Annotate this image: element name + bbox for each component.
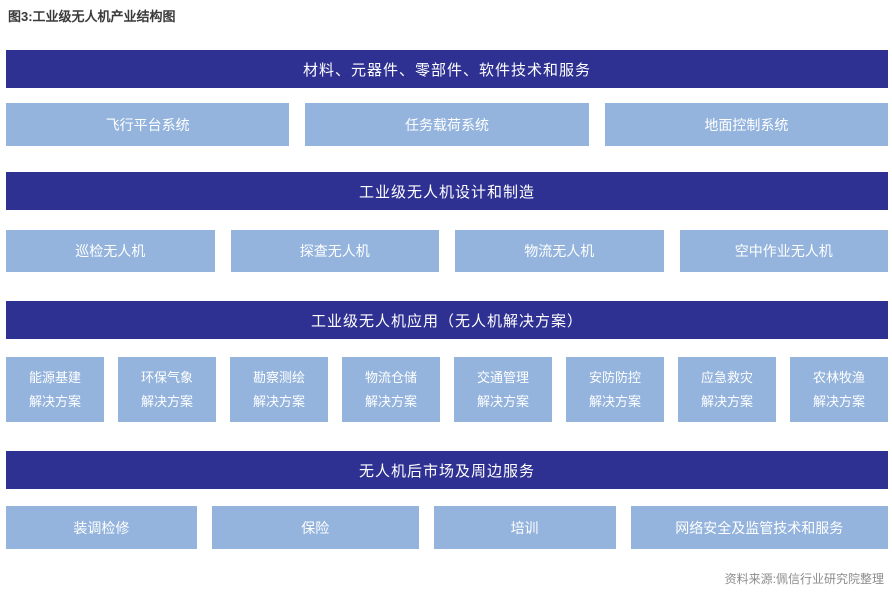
node-aerial-work-drone: 空中作业无人机 bbox=[679, 230, 888, 272]
tier4-node-row: 装调检修 保险 培训 网络安全及监管技术和服务 bbox=[6, 506, 888, 549]
banner-design-manufacturing: 工业级无人机设计和制造 bbox=[6, 172, 888, 210]
source-note: 资料来源:佩信行业研究院整理 bbox=[724, 572, 884, 586]
node-energy-infrastructure-solution: 能源基建 解决方案 bbox=[6, 357, 104, 422]
node-environment-weather-solution: 环保气象 解决方案 bbox=[118, 357, 216, 422]
node-mission-payload-system: 任务载荷系统 bbox=[305, 103, 589, 146]
node-network-security-regulation: 网络安全及监管技术和服务 bbox=[630, 506, 888, 549]
node-flight-platform-system: 飞行平台系统 bbox=[6, 103, 290, 146]
figure-title: 图3:工业级无人机产业结构图 bbox=[8, 9, 176, 24]
banner-aftermarket-services: 无人机后市场及周边服务 bbox=[6, 451, 888, 489]
node-logistics-drone: 物流无人机 bbox=[455, 230, 664, 272]
node-agriculture-forestry-solution: 农林牧渔 解决方案 bbox=[790, 357, 888, 422]
diagram-body: 材料、元器件、零部件、软件技术和服务 飞行平台系统 任务载荷系统 地面控制系统 … bbox=[6, 50, 888, 587]
node-logistics-warehousing-solution: 物流仓储 解决方案 bbox=[342, 357, 440, 422]
node-insurance: 保险 bbox=[211, 506, 419, 549]
tier1-node-row: 飞行平台系统 任务载荷系统 地面控制系统 bbox=[6, 103, 888, 146]
node-emergency-rescue-solution: 应急救灾 解决方案 bbox=[678, 357, 776, 422]
node-ground-control-system: 地面控制系统 bbox=[604, 103, 888, 146]
node-training: 培训 bbox=[433, 506, 616, 549]
tier2-node-row: 巡检无人机 探查无人机 物流无人机 空中作业无人机 bbox=[6, 230, 888, 272]
node-inspection-drone: 巡检无人机 bbox=[6, 230, 215, 272]
node-security-prevention-solution: 安防防控 解决方案 bbox=[566, 357, 664, 422]
node-assembly-maintenance: 装调检修 bbox=[6, 506, 197, 549]
banner-materials-components-software: 材料、元器件、零部件、软件技术和服务 bbox=[6, 50, 888, 88]
node-survey-mapping-solution: 勘察测绘 解决方案 bbox=[230, 357, 328, 422]
node-exploration-drone: 探查无人机 bbox=[230, 230, 439, 272]
banner-applications-solutions: 工业级无人机应用（无人机解决方案） bbox=[6, 301, 888, 339]
tier3-node-row: 能源基建 解决方案 环保气象 解决方案 勘察测绘 解决方案 物流仓储 解决方案 … bbox=[6, 357, 888, 422]
node-traffic-management-solution: 交通管理 解决方案 bbox=[454, 357, 552, 422]
